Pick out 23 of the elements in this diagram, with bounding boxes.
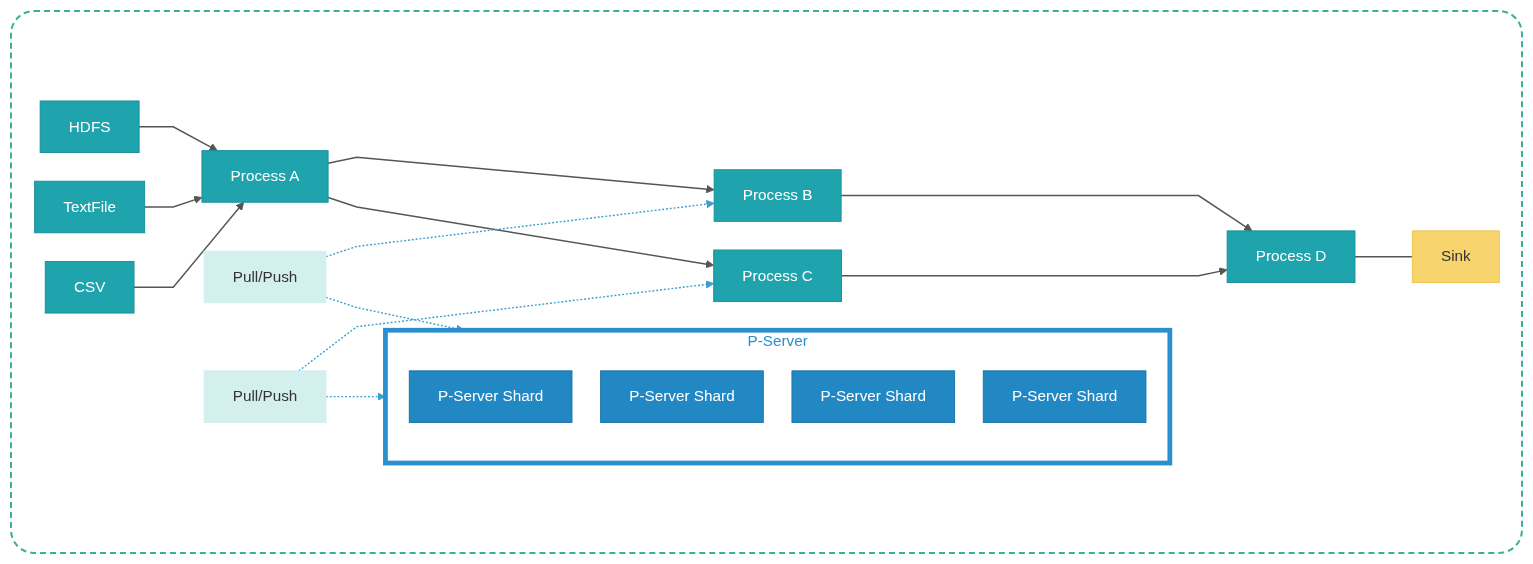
node-box: CSV — [44, 260, 134, 314]
node-box: P-Server Shard — [599, 370, 764, 423]
node-box: Process C — [712, 249, 842, 303]
connector — [1353, 255, 1413, 258]
node-box: Pull/Push — [203, 370, 326, 423]
arrow — [132, 201, 244, 288]
node-box: P-Server Shard — [982, 370, 1146, 423]
arrow — [137, 126, 218, 151]
arrow — [324, 199, 714, 258]
arrow — [839, 194, 1252, 232]
node-box: HDFS — [39, 100, 140, 154]
arrow — [143, 195, 202, 208]
node-box: P-Server Shard — [790, 370, 955, 423]
arrow — [326, 156, 714, 194]
arrow — [326, 196, 714, 269]
node-box: Process A — [200, 150, 329, 203]
node-box: TextFile — [33, 180, 145, 234]
node-box: P-Server Shard — [408, 370, 572, 423]
node-box: Process B — [713, 169, 842, 222]
node-box: Pull/Push — [203, 250, 326, 304]
node-box: Sink — [1411, 230, 1500, 283]
arrow — [840, 267, 1228, 277]
node-box: Process D — [1226, 230, 1355, 283]
